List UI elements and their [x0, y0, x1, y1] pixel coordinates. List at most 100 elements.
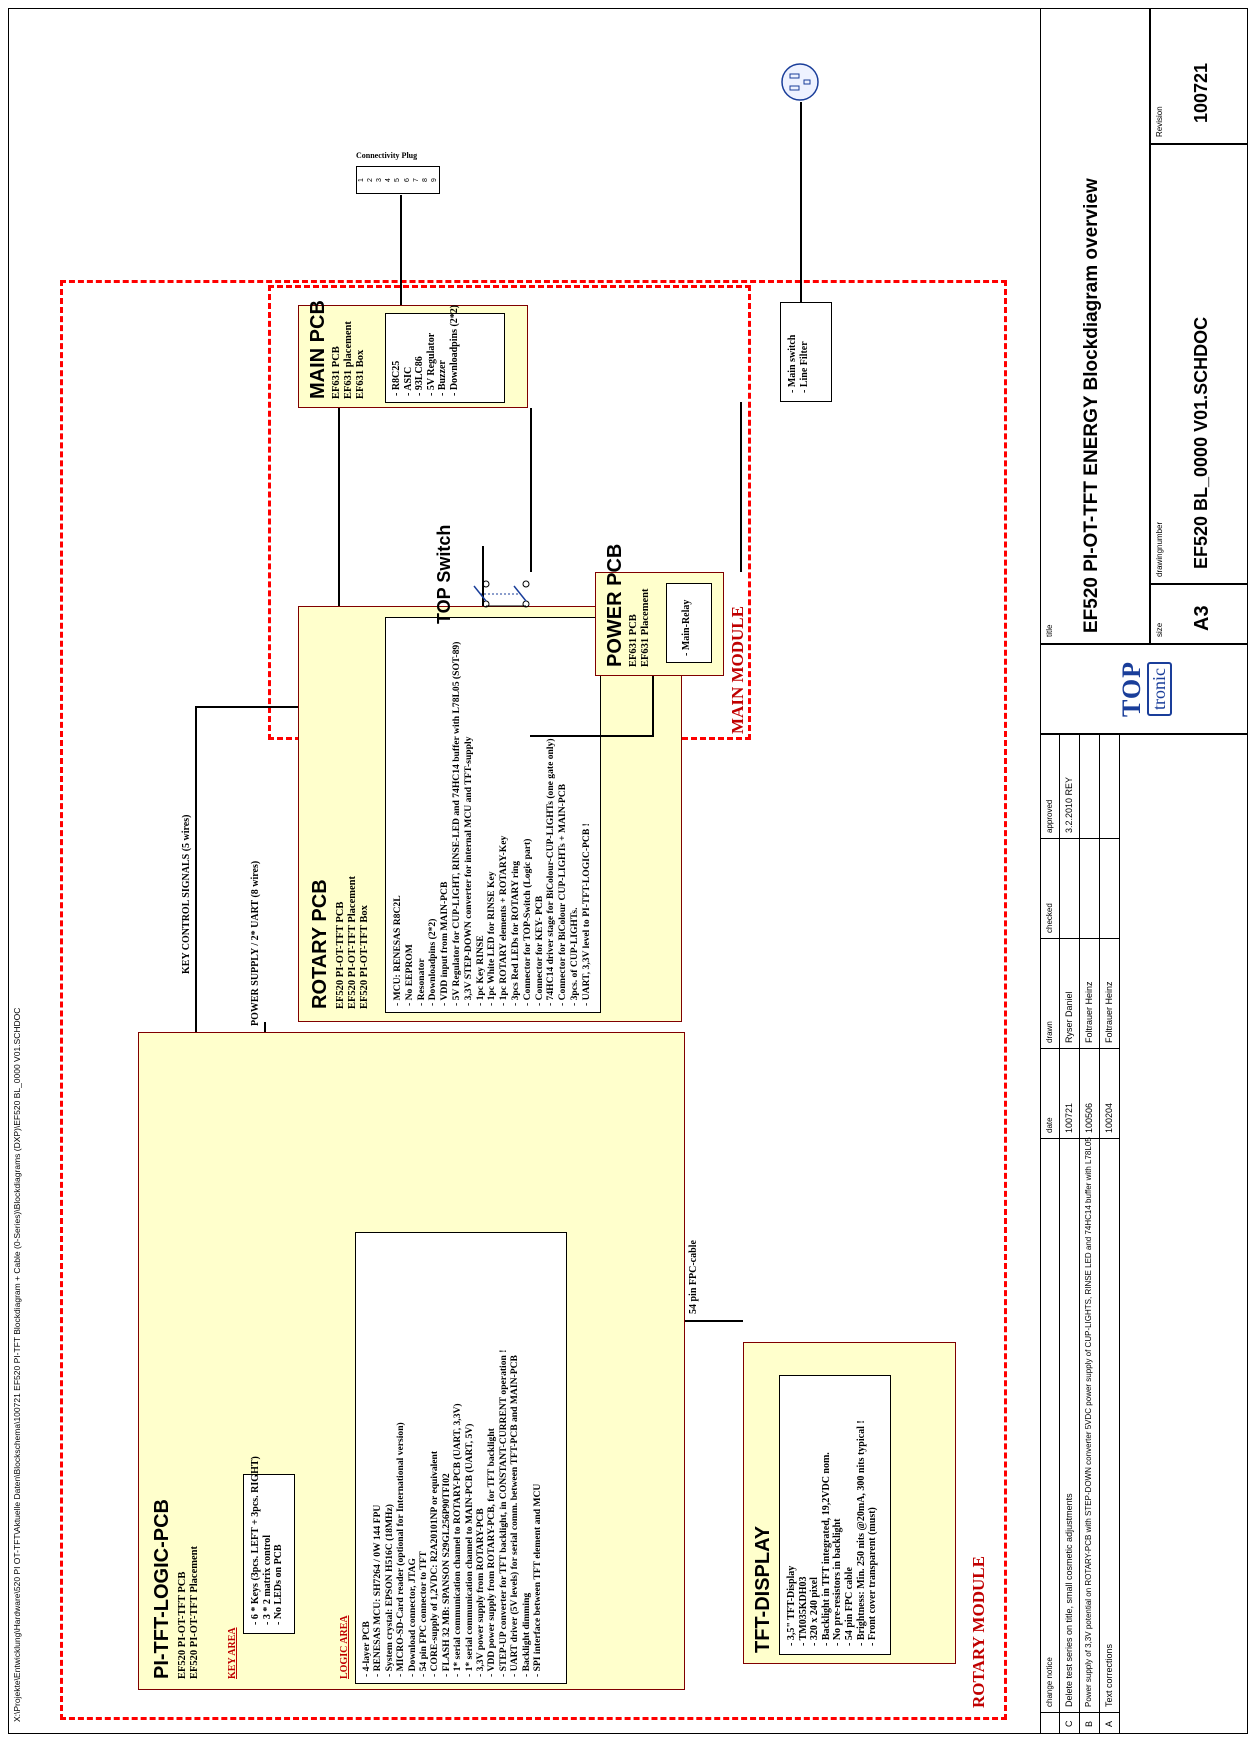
power-pcb-title: POWER PCB	[604, 543, 626, 667]
list-item: - FLASH 32 MB: SPANSON S29GL256P90TFI02	[440, 1473, 452, 1677]
key-control-wire-drop	[195, 706, 298, 708]
list-item: - UART, 3,3V level to PI-TFT-LOGIC-PCB !	[580, 823, 592, 1006]
list-item: - 74HC14 driver stage for BiColour-CUP-L…	[545, 738, 557, 1006]
rotary-pcb-title: ROTARY PCB	[309, 879, 331, 1009]
main-connectivity-wire	[400, 195, 402, 305]
tft-display-list-box: - 3,5" TFT-Display - TM035KDH03 - 320 x …	[779, 1375, 891, 1655]
list-item: - 1* serial communication channel to MAI…	[463, 1423, 475, 1677]
list-item: - 1pc ROTARY elements + ROTARY-Key	[498, 835, 510, 1006]
drawing-title: EF520 PI-OT-TFT ENERGY Blockdiagram over…	[1081, 178, 1102, 633]
main-pcb-subtitle-2: EF631 placement	[343, 321, 354, 399]
pin-label: 8	[421, 178, 429, 182]
list-item: - MICRO-SD-Card reader (optional for Int…	[395, 1422, 407, 1677]
list-item: - 3,3V STEP-DOWN converter for internal …	[462, 736, 474, 1006]
main-pcb-list-box: - R8C25 - ASIC - 93LC86 - 5V Regulator -…	[385, 304, 505, 403]
list-item: - 3pcs. of CUP-LIGHTs.	[568, 907, 580, 1006]
pin-label: 2	[367, 178, 375, 182]
rotary-pcb-list-box: - MCU: RENESAS R8C2L - No EEPROM - Reson…	[385, 617, 601, 1013]
row-approved: 3.2.2010 REY	[1064, 776, 1074, 833]
power-pcb-list-box: - Main-Relay	[666, 583, 712, 663]
list-item: - System crystal: EPSON H516C (18MHz)	[383, 1504, 395, 1677]
list-item: - Main-Relay	[681, 599, 692, 656]
list-item: - 5V Regulator for CUP-LIGHT, RINSE-LED …	[450, 641, 462, 1006]
main-pcb-block: MAIN PCB EF631 PCB EF631 placement EF631…	[298, 300, 528, 408]
list-item: - Main switch	[787, 334, 798, 393]
main-pcb-subtitle: EF631 PCB EF631 placement EF631 Box	[331, 321, 367, 399]
power-plug-icon	[781, 63, 819, 101]
list-item: - No LEDs on PCB	[273, 1544, 285, 1625]
main-pcb-list: - R8C25 - ASIC - 93LC86 - 5V Regulator -…	[391, 304, 461, 396]
col-divider	[1041, 1712, 1119, 1713]
power-switch-wire-b	[530, 735, 652, 737]
table-divider	[1119, 734, 1120, 1733]
row-notice: Power supply of 3,3V potential on ROTARY…	[1084, 1137, 1093, 1707]
list-item: - VDD power supply from ROTARY-PCB, for …	[486, 1428, 498, 1677]
title-block: change notice date drawn checked approve…	[1040, 8, 1248, 1734]
row-date: 100506	[1084, 1102, 1094, 1133]
list-item: - 1pc Key RINSE	[474, 935, 486, 1006]
row-drawn: Ryser Daniel	[1064, 991, 1074, 1043]
pin-label: 6	[403, 178, 411, 182]
key-control-wire	[195, 707, 197, 1032]
list-item: - 3,3V power supply from ROTARY-PCB	[475, 1508, 487, 1677]
title-cell: title EF520 PI-OT-TFT ENERGY Blockdiagra…	[1040, 8, 1150, 644]
col-divider	[1041, 838, 1119, 839]
list-item: - Downloadpins (2*2)	[427, 918, 439, 1006]
list-item: - 4-layer PCB	[361, 1621, 372, 1677]
list-item: - SPI interface between TFT element and …	[532, 1483, 544, 1677]
rotary-pcb-subtitle-2: EF520 PI-OT-TFT Placement	[347, 876, 358, 1009]
rotary-pcb-subtitle-3: EF520 PI-OT-TFT Box	[359, 905, 370, 1009]
connectivity-plug-label: Connectivity Plug	[356, 151, 418, 160]
header-drawingnumber: drawingnumber	[1155, 521, 1164, 577]
list-item: - UART driver (5V levels) for serial com…	[509, 1355, 521, 1677]
col-divider	[1041, 1138, 1119, 1139]
main-pcb-subtitle-3: EF631 Box	[355, 349, 366, 399]
main-pcb-title: MAIN PCB	[307, 300, 329, 399]
key-area-title: KEY AREA	[227, 1627, 238, 1679]
header-revision: Revision	[1155, 106, 1164, 137]
revision-cell: Revision 100721	[1150, 8, 1248, 144]
list-item: - 54 pin FPC connector to TFT	[418, 1551, 430, 1677]
fpc-cable-label: 54 pin FPC-cable	[688, 1240, 699, 1314]
row-drawn: Foltrauer Heinz	[1084, 981, 1094, 1043]
list-item: - Download connector, JTAG	[406, 1558, 418, 1677]
logic-pcb-title: PI-TFT-LOGIC-PCB	[151, 1499, 173, 1679]
list-item: - 93LC86	[414, 356, 426, 396]
list-item: - Front cover transparent (must)	[867, 1507, 879, 1646]
list-item: - Backlight in TFT integrated, 19,2VDC n…	[820, 1452, 832, 1646]
header-checked: checked	[1045, 903, 1054, 933]
header-approved: approved	[1045, 799, 1054, 833]
main-pcb-subtitle-1: EF631 PCB	[331, 346, 342, 399]
tft-display-list: - 3,5" TFT-Display - TM035KDH03 - 320 x …	[786, 1384, 879, 1646]
list-item: - Line Filter	[798, 341, 810, 393]
list-item: - ASIC	[402, 366, 414, 396]
rotary-module-label: ROTARY MODULE	[969, 1556, 988, 1708]
revision-number: 100721	[1191, 62, 1211, 123]
header-drawn: drawn	[1045, 1021, 1054, 1043]
logic-pcb-subtitle-2: EF520 PI-OT-TFT Placement	[189, 1546, 200, 1679]
table-row: A Text corrections 100204 Foltrauer Hein…	[1099, 734, 1120, 1733]
list-item: - TM035KDH03	[797, 1576, 809, 1646]
header-date: date	[1045, 1117, 1054, 1133]
drawing-number: EF520 BL_0000 V01.SCHDOC	[1191, 316, 1211, 569]
power-pcb-subtitle: EF631 PCB EF631 Placement	[628, 589, 652, 667]
main-rotary-wire	[338, 408, 340, 606]
file-path: X:\Projekte\Entwicklung\Hardware\520 PI …	[12, 1007, 22, 1722]
power-pcb-list: - Main-Relay	[681, 590, 693, 656]
logic-area-list: - 4-layer PCB - RENESAS MCU: SH7264 / 0W…	[361, 1239, 544, 1677]
list-item: - R8C25	[391, 360, 402, 396]
key-control-label: KEY CONTROL SIGNALS (5 wires)	[181, 814, 192, 974]
list-item: - 54 pin FPC cable	[843, 1567, 855, 1646]
logic-pcb-subtitle-1: EF520 PI-OT-TFT PCB	[177, 1571, 188, 1679]
col-divider	[1041, 1048, 1119, 1049]
row-date: 100204	[1104, 1102, 1114, 1133]
list-item: - Backlight dimming	[520, 1592, 532, 1677]
top-switch: TOP Switch	[434, 524, 548, 624]
row-notice: Delete test series on title, small cosme…	[1064, 1493, 1074, 1707]
list-item: - Downloadpins (2*2)	[448, 304, 460, 396]
list-item: - 6 * Keys (3pcs. LEFT + 3pcs. RIGHT)	[250, 1456, 261, 1625]
table-row: B Power supply of 3,3V potential on ROTA…	[1079, 734, 1100, 1733]
connectivity-plug: Connectivity Plug 1 2 3 4 5 6 7 8 9	[356, 94, 440, 194]
rotary-pcb-list: - MCU: RENESAS R8C2L - No EEPROM - Reson…	[392, 624, 593, 1006]
